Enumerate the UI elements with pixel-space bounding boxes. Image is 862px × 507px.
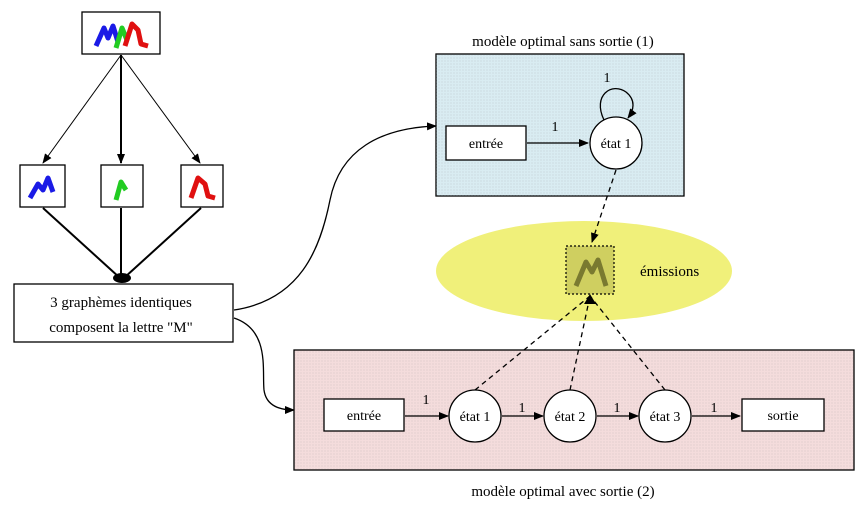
- model1-entree: entrée: [445, 125, 527, 161]
- tree-arrows: [42, 54, 201, 164]
- model2-entree-label: entrée: [347, 409, 381, 424]
- model2-entree: entrée: [323, 398, 405, 432]
- model2-state-1: état 1: [448, 389, 502, 443]
- grapheme-green: [100, 164, 144, 208]
- arrow-to-red-grapheme: [120, 54, 201, 164]
- grapheme-blue: [19, 164, 66, 208]
- caption-line-2: composent la lettre "M": [49, 320, 192, 336]
- model2-state-1-label: état 1: [460, 410, 491, 425]
- model1-self-loop: [599, 87, 637, 121]
- letter-m-glyph: [93, 21, 149, 49]
- model1-title: modèle optimal sans sortie (1): [472, 34, 654, 50]
- model1-panel: [435, 53, 685, 197]
- curve-to-model1: [233, 122, 437, 311]
- emission-links-model2: [474, 295, 666, 391]
- merge-dot: [113, 273, 131, 283]
- model2-sortie: sortie: [741, 398, 825, 432]
- emission-link-model1: [591, 169, 617, 243]
- model2-state-3-label: état 3: [650, 410, 681, 425]
- curve-to-model2: [233, 317, 295, 414]
- model2-edge-s2-s3-label: 1: [614, 401, 621, 416]
- model2-edge-s1-s2-label: 1: [519, 401, 526, 416]
- model2-edge-entree-s1-label: 1: [423, 393, 430, 408]
- model2-edge-s3-sortie-label: 1: [711, 401, 718, 416]
- caption-line-1: 3 graphèmes identiques: [50, 295, 192, 311]
- emission-link-arrowhead: [584, 294, 596, 304]
- model2-state-2-label: état 2: [555, 410, 586, 425]
- model2-sortie-label: sortie: [767, 409, 798, 424]
- letter-m-node: [81, 11, 161, 55]
- model1-state-1-label: état 1: [601, 137, 632, 152]
- caption-box: 3 graphèmes identiques composent la lett…: [13, 283, 234, 343]
- model2-state-3: état 3: [638, 389, 692, 443]
- model1-self-loop-label: 1: [604, 71, 611, 86]
- model1-edge-entree-state-label: 1: [552, 120, 559, 135]
- emission-label: émissions: [640, 264, 699, 280]
- model1-entree-label: entrée: [469, 137, 503, 152]
- grapheme-red: [180, 164, 224, 208]
- model2-state-2: état 2: [543, 389, 597, 443]
- model2-title: modèle optimal avec sortie (2): [471, 484, 654, 500]
- merge-lines: [42, 207, 202, 279]
- model1-state-1: état 1: [589, 116, 643, 170]
- emission-glyph-box: [565, 245, 615, 295]
- arrow-to-blue-grapheme: [42, 54, 122, 164]
